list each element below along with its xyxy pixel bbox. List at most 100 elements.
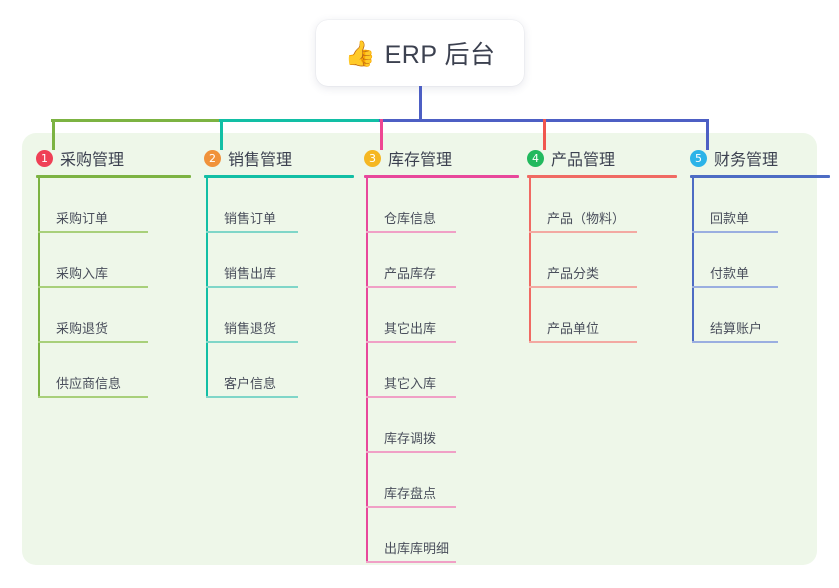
- branch-item[interactable]: 销售出库: [190, 233, 354, 288]
- branch-item-label: 出库库明细: [384, 541, 450, 556]
- branch-item-label: 库存调拨: [384, 431, 437, 446]
- branch-item-label: 产品单位: [547, 321, 600, 336]
- branch-title-2: 销售管理: [228, 152, 293, 169]
- branch-item-label: 采购入库: [56, 266, 109, 281]
- branch-item[interactable]: 销售退货: [190, 288, 354, 343]
- branch-item-rule: [38, 231, 148, 233]
- branch-item[interactable]: 产品库存: [350, 233, 519, 288]
- branch-item-rule: [529, 341, 637, 343]
- trunk-line: [419, 86, 422, 122]
- branch-header-4[interactable]: 4 产品管理: [513, 146, 677, 170]
- branch-item[interactable]: 采购退货: [22, 288, 191, 343]
- branch-item-rule: [366, 341, 456, 343]
- branch-item-label: 其它入库: [384, 376, 437, 391]
- branch-item-rule: [366, 451, 456, 453]
- branch-item[interactable]: 其它出库: [350, 288, 519, 343]
- branch-items-1: 采购订单采购入库采购退货供应商信息: [22, 178, 191, 398]
- branch-item[interactable]: 出库库明细: [350, 508, 519, 563]
- branch-item[interactable]: 库存盘点: [350, 453, 519, 508]
- branch-item-rule: [206, 286, 298, 288]
- branch-item-label: 销售订单: [224, 211, 277, 226]
- branch-drop-3: [380, 119, 383, 150]
- branch-badge-3: 3: [364, 149, 381, 167]
- branch-item-label: 销售退货: [224, 321, 277, 336]
- branch-rule-2: [204, 175, 354, 178]
- branch-item[interactable]: 其它入库: [350, 343, 519, 398]
- branch-badge-4: 4: [527, 149, 544, 167]
- branch-item-rule: [366, 561, 456, 563]
- branch-item[interactable]: 付款单: [676, 233, 830, 288]
- branch-item-label: 仓库信息: [384, 211, 437, 226]
- bus-segment-teal: [219, 119, 381, 122]
- branch-item-rule: [38, 341, 148, 343]
- branch-header-3[interactable]: 3 库存管理: [350, 146, 519, 170]
- branch-item-label: 库存盘点: [384, 486, 437, 501]
- branch-drop-2: [220, 119, 223, 150]
- branch-item-rule: [366, 396, 456, 398]
- branch-column-4: 4 产品管理产品（物料） 产品分类产品单位: [513, 146, 677, 343]
- thumbs-up-icon: 👍: [344, 38, 376, 68]
- branch-items-4: 产品（物料） 产品分类产品单位: [513, 178, 677, 343]
- branch-item[interactable]: 产品（物料）: [513, 178, 677, 233]
- branch-item[interactable]: 产品分类: [513, 233, 677, 288]
- branch-item[interactable]: 采购订单: [22, 178, 191, 233]
- branch-item-rule: [366, 231, 456, 233]
- branch-item-label: 采购订单: [56, 211, 109, 226]
- branch-item-rule: [366, 506, 456, 508]
- branch-items-5: 回款单付款单结算账户: [676, 178, 830, 343]
- branch-item-rule: [206, 231, 298, 233]
- branch-spine-3: [366, 178, 368, 563]
- bus-segment-green: [51, 119, 221, 122]
- branch-item-label: 产品（物料）: [547, 211, 626, 226]
- branch-item-label: 结算账户: [710, 321, 763, 336]
- branch-title-1: 采购管理: [60, 152, 125, 169]
- branch-rule-1: [36, 175, 191, 178]
- branch-item-rule: [529, 231, 637, 233]
- branch-drop-5: [706, 119, 709, 150]
- branches-panel: [22, 133, 817, 565]
- branch-item-label: 客户信息: [224, 376, 277, 391]
- branch-spine-4: [529, 178, 531, 343]
- branch-spine-5: [692, 178, 694, 343]
- branch-drop-4: [543, 119, 546, 150]
- branch-item[interactable]: 产品单位: [513, 288, 677, 343]
- branch-item-rule: [692, 341, 778, 343]
- branch-item[interactable]: 销售订单: [190, 178, 354, 233]
- branch-item[interactable]: 供应商信息: [22, 343, 191, 398]
- branch-item-label: 产品分类: [547, 266, 600, 281]
- branch-item-rule: [206, 341, 298, 343]
- branch-item[interactable]: 采购入库: [22, 233, 191, 288]
- branch-item[interactable]: 库存调拨: [350, 398, 519, 453]
- branch-items-2: 销售订单销售出库销售退货客户信息: [190, 178, 354, 398]
- branch-items-3: 仓库信息产品库存其它出库其它入库库存调拨库存盘点出库库明细: [350, 178, 519, 563]
- branch-drop-1: [52, 119, 55, 150]
- branch-rule-4: [527, 175, 677, 178]
- branch-title-3: 库存管理: [388, 152, 453, 169]
- root-node[interactable]: 👍 ERP 后台: [316, 20, 524, 86]
- branch-item[interactable]: 客户信息: [190, 343, 354, 398]
- branch-item[interactable]: 回款单: [676, 178, 830, 233]
- branch-spine-1: [38, 178, 40, 398]
- branch-item-rule: [38, 396, 148, 398]
- branch-item-label: 采购退货: [56, 321, 109, 336]
- branch-item-label: 其它出库: [384, 321, 437, 336]
- branch-rule-5: [690, 175, 830, 178]
- branch-item-rule: [38, 286, 148, 288]
- branch-item-label: 付款单: [710, 266, 750, 281]
- branch-item[interactable]: 仓库信息: [350, 178, 519, 233]
- branch-item-rule: [692, 286, 778, 288]
- branch-item-rule: [206, 396, 298, 398]
- root-title: ERP 后台: [384, 41, 496, 69]
- branch-badge-5: 5: [690, 149, 707, 167]
- branch-item-label: 产品库存: [384, 266, 437, 281]
- branch-item-rule: [692, 231, 778, 233]
- branch-title-4: 产品管理: [551, 152, 616, 169]
- branch-item[interactable]: 结算账户: [676, 288, 830, 343]
